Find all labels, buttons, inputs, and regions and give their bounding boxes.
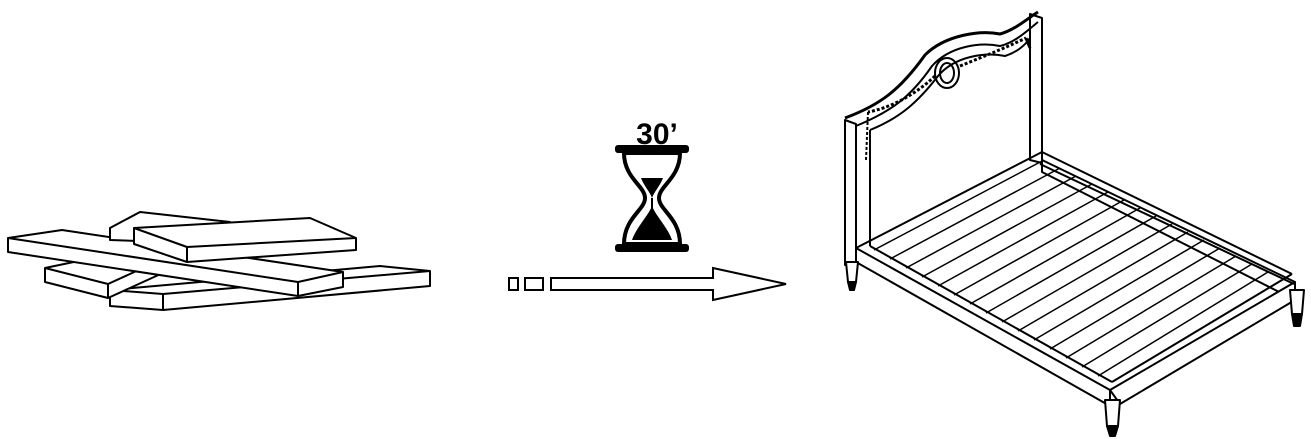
progress-arrow-icon (508, 266, 787, 302)
flat-pack-boards-icon (7, 211, 431, 311)
hourglass-icon (615, 145, 689, 252)
assembled-bed-icon (844, 10, 1305, 437)
